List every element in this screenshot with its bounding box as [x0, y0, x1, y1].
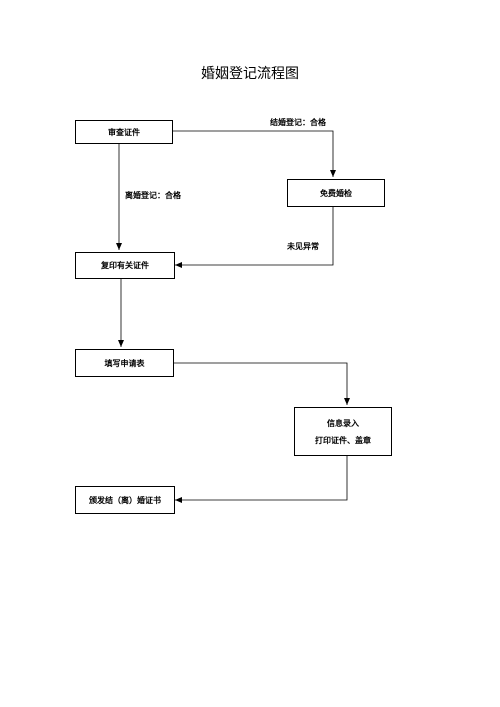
node-fill-label: 填写申请表: [104, 357, 145, 368]
node-free-health-check: 免费婚检: [287, 179, 385, 207]
arrow-info-to-issue: [175, 456, 348, 503]
node-review-label: 审查证件: [108, 126, 140, 137]
node-copy-label: 复印有关证件: [101, 260, 149, 270]
node-copy-documents: 复印有关证件: [75, 252, 175, 279]
node-free-check-label: 免费婚检: [320, 187, 352, 198]
node-info-line1: 信息录入: [327, 417, 359, 428]
arrow-review-to-free-check: [173, 130, 336, 177]
label-divorce-qualified: 离婚登记：合格: [125, 190, 181, 200]
node-fill-application: 填写申请表: [75, 349, 174, 377]
arrow-free-check-to-copy: [175, 207, 334, 268]
node-issue-label: 颁发结（离）婚证书: [89, 494, 161, 505]
arrow-fill-to-info: [174, 362, 350, 405]
page-title: 婚姻登记流程图: [201, 66, 299, 82]
node-info-line2: 打印证件、盖章: [315, 434, 371, 445]
label-marriage-qualified: 结婚登记：合格: [270, 117, 326, 127]
label-no-abnormality: 未见异常: [287, 241, 319, 251]
node-info-entry: 信息录入 打印证件、盖章: [294, 407, 392, 456]
node-issue-certificate: 颁发结（离）婚证书: [75, 486, 175, 514]
node-review-documents: 审查证件: [75, 120, 173, 144]
